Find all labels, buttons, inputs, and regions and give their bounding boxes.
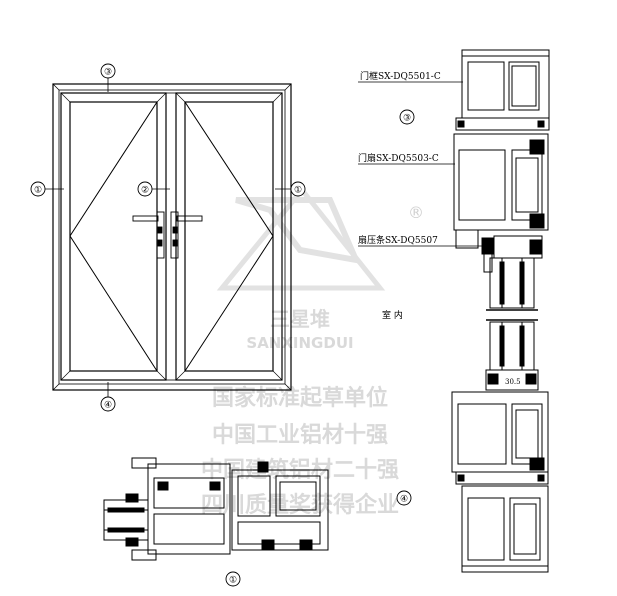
watermark-line2: 中国工业铝材十强 (212, 422, 388, 448)
watermark-registered: ® (408, 203, 424, 222)
glass-upper (489, 257, 535, 309)
watermark-triangle (216, 186, 386, 291)
glass-lower (489, 321, 535, 371)
watermark-logo-shape (235, 197, 361, 264)
svg-text:②: ② (141, 186, 149, 196)
svg-text:①: ① (34, 186, 42, 196)
dimension-label: 30.5 (505, 378, 521, 386)
frame-profile-bottom (461, 485, 549, 573)
callout-1-left: ① (30, 181, 46, 197)
callout-4-section: ④ (396, 490, 412, 506)
outer-frame (52, 83, 292, 391)
sash-profile-horizontal (147, 463, 231, 555)
right-glass (184, 101, 274, 372)
vertical-section (358, 49, 550, 573)
label-indoor: 室 内 (382, 309, 403, 321)
left-opening-indicator (69, 101, 158, 372)
glass-edge-section (103, 499, 149, 541)
frame-profile-horizontal (231, 469, 329, 551)
callout-3-top: ③ (100, 63, 116, 79)
callout-3-section: ③ (399, 109, 415, 125)
callout-1-section: ① (225, 571, 241, 587)
horizontal-section (103, 457, 329, 561)
door-elevation (44, 77, 292, 398)
center-mullion (165, 92, 177, 381)
sash-profile-top (453, 133, 549, 231)
right-handle (170, 211, 203, 259)
callout-2-center: ② (137, 181, 153, 197)
label-sash-profile: 门扇SX-DQ5503-C (358, 152, 439, 164)
left-sash (60, 92, 167, 381)
label-frame-profile: 门框SX-DQ5501-C (360, 70, 441, 82)
svg-text:④: ④ (400, 495, 408, 505)
right-opening-indicator (184, 101, 274, 372)
left-handle (132, 211, 165, 259)
left-glass (69, 101, 158, 372)
watermark-line4: 四川质量奖获得企业 (201, 492, 399, 518)
svg-text:①: ① (294, 186, 302, 196)
label-glazing-bead: 扇压条SX-DQ5507 (358, 234, 438, 246)
svg-text:③: ③ (403, 114, 411, 124)
watermark: 三星堆 SANXINGDUI ® 国家标准起草单位 中国工业铝材十强 中国建筑铝… (201, 186, 424, 518)
callout-4-bottom: ④ (100, 396, 116, 412)
watermark-brand-en: SANXINGDUI (246, 334, 353, 352)
svg-text:③: ③ (104, 68, 112, 78)
glazing-bead (483, 253, 493, 273)
svg-text:④: ④ (104, 401, 112, 411)
watermark-brand: 三星堆 (270, 307, 330, 331)
outer-frame-inner-line (58, 89, 286, 385)
svg-text:①: ① (229, 576, 237, 586)
watermark-line1: 国家标准起草单位 (212, 385, 388, 411)
callout-1-right: ① (290, 181, 306, 197)
